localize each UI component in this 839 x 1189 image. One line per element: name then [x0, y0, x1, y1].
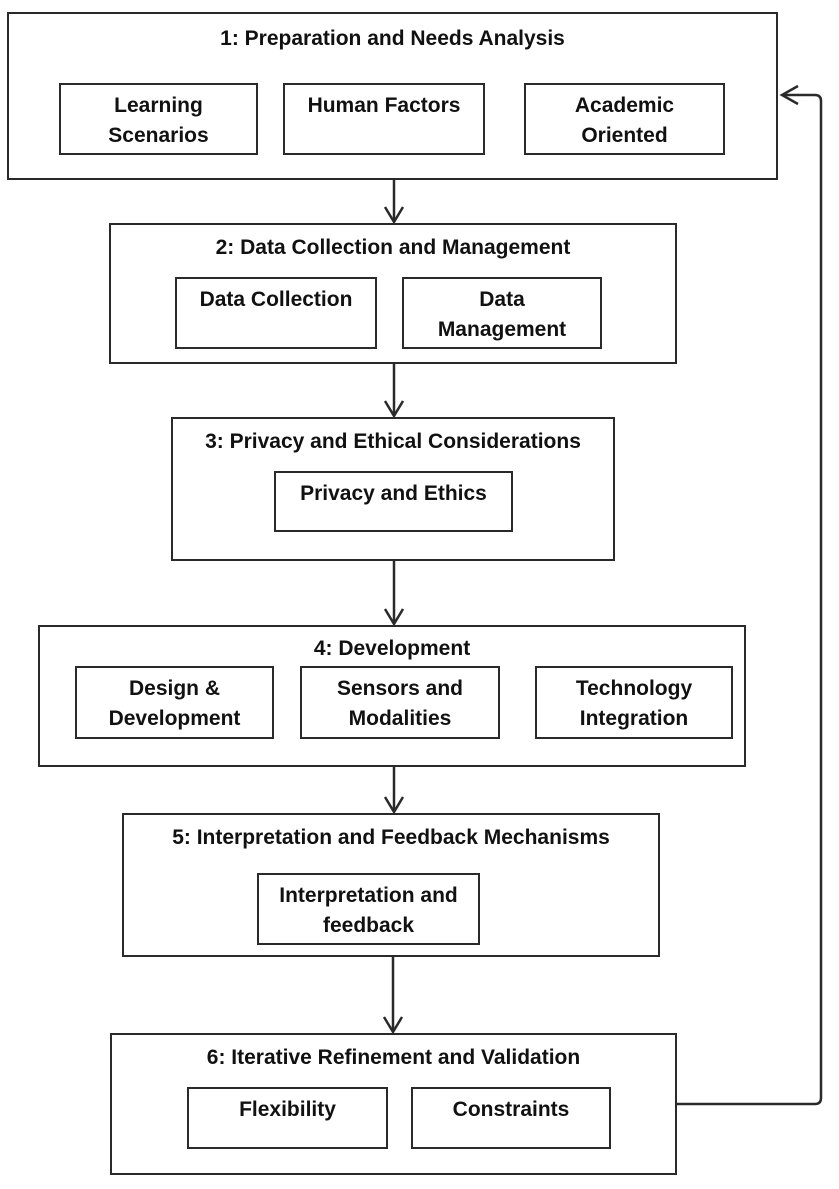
arrowhead-stage4 [383, 608, 405, 627]
feedback-loop-arrow [677, 93, 823, 1106]
stage-5-box: 5: Interpretation and Feedback Mechanism… [122, 813, 660, 957]
arrowhead-stage2 [383, 206, 405, 225]
stage-1-box: 1: Preparation and Needs Analysis Learni… [7, 12, 778, 180]
item-label-line: Management [437, 318, 567, 341]
item-label-line: Design & [128, 677, 220, 700]
item-label-line: Technology [575, 677, 693, 700]
stage-4-item-technology-integration: Technology Integration [535, 666, 733, 739]
item-label-line: Academic [574, 94, 675, 117]
stage-3-item-privacy-and-ethics: Privacy and Ethics [274, 471, 513, 532]
stage-3-title: 3: Privacy and Ethical Considerations [205, 430, 581, 453]
stage-6-title: 6: Iterative Refinement and Validation [206, 1046, 581, 1069]
stage-1-item-academic-oriented: Academic Oriented [524, 83, 725, 155]
stage-1-title: 1: Preparation and Needs Analysis [220, 27, 565, 50]
stage-5-title: 5: Interpretation and Feedback Mechanism… [172, 826, 610, 849]
item-label-line: Integration [579, 707, 689, 730]
arrowhead-stage6 [382, 1016, 404, 1035]
stage-3-box: 3: Privacy and Ethical Considerations Pr… [171, 417, 615, 561]
item-label-line: Oriented [581, 124, 668, 147]
stage-6-box: 6: Iterative Refinement and Validation F… [110, 1033, 677, 1175]
item-label-line: Learning [114, 94, 203, 117]
item-label-line: Flexibility [239, 1098, 336, 1121]
stage-2-item-data-collection: Data Collection [175, 277, 377, 349]
item-label-line: Constraints [452, 1098, 570, 1121]
item-label-line: Modalities [348, 707, 452, 730]
stage-6-item-flexibility: Flexibility [187, 1087, 388, 1149]
stage-4-item-sensors-modalities: Sensors and Modalities [300, 666, 500, 739]
item-label-line: Development [108, 707, 241, 730]
stage-1-item-human-factors: Human Factors [283, 83, 485, 155]
item-label-line: Data Collection [199, 288, 353, 311]
item-label-line: Data [479, 288, 525, 311]
item-label-line: Human Factors [307, 94, 461, 117]
stage-4-item-design-development: Design & Development [75, 666, 274, 739]
stage-5-item-interpretation-feedback: Interpretation and feedback [257, 873, 480, 945]
item-label-line: Interpretation and [279, 884, 458, 907]
item-label-line: Sensors and [336, 677, 464, 700]
item-label-line: Privacy and Ethics [300, 482, 487, 505]
item-label-line: feedback [322, 914, 415, 937]
stage-2-box: 2: Data Collection and Management Data C… [109, 223, 677, 364]
stage-4-title: 4: Development [313, 637, 471, 660]
stage-2-item-data-management: Data Management [402, 277, 602, 349]
item-label-line: Scenarios [108, 124, 209, 147]
stage-1-item-learning-scenarios: Learning Scenarios [59, 83, 258, 155]
stage-2-title: 2: Data Collection and Management [215, 236, 571, 259]
arrowhead-stage5 [383, 796, 405, 815]
arrowhead-stage3 [383, 400, 405, 419]
feedback-loop-arrowhead [779, 84, 799, 106]
stage-6-item-constraints: Constraints [411, 1087, 611, 1149]
stage-4-box: 4: Development Design & Development Sens… [38, 625, 746, 767]
